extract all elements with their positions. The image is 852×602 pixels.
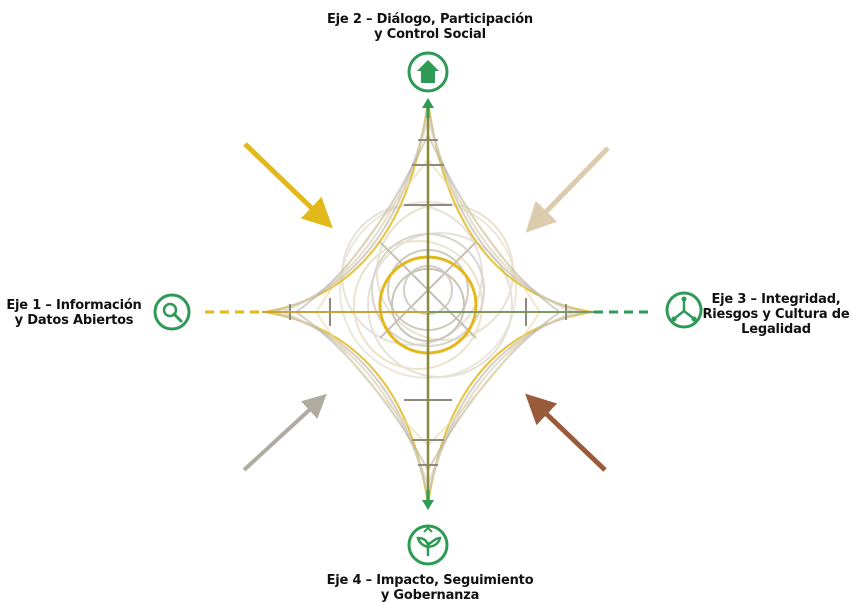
eje3-label-line3: Legalidad xyxy=(700,322,852,337)
plant-icon xyxy=(409,526,447,564)
eje2-label-line1: Eje 2 – Diálogo, Participación xyxy=(300,12,560,27)
eje1-label-line2: y Datos Abiertos xyxy=(4,313,144,328)
eje4-label: Eje 4 – Impacto, Seguimiento y Gobernanz… xyxy=(300,573,560,602)
arrow-top-left xyxy=(245,144,322,218)
tri-node-icon xyxy=(667,293,701,327)
eje4-label-line2: y Gobernanza xyxy=(300,588,560,602)
arrowhead-up xyxy=(422,98,434,108)
eje3-label-line2: Riesgos y Cultura de xyxy=(700,307,852,322)
arrow-bottom-right xyxy=(536,404,605,470)
eje2-label: Eje 2 – Diálogo, Participación y Control… xyxy=(300,12,560,42)
eje1-label-line1: Eje 1 – Información xyxy=(4,298,144,313)
arrow-top-right xyxy=(536,148,608,222)
eje2-label-line2: y Control Social xyxy=(300,27,560,42)
eje4-label-line1: Eje 4 – Impacto, Seguimiento xyxy=(300,573,560,588)
eje1-label: Eje 1 – Información y Datos Abiertos xyxy=(4,298,144,328)
house-icon xyxy=(409,53,447,91)
eje3-label-line1: Eje 3 – Integridad, xyxy=(700,292,852,307)
arrow-bottom-left xyxy=(244,402,318,470)
eje3-label: Eje 3 – Integridad, Riesgos y Cultura de… xyxy=(700,292,852,337)
wrench-gear-icon xyxy=(155,295,189,329)
arrowhead-down xyxy=(422,500,434,510)
